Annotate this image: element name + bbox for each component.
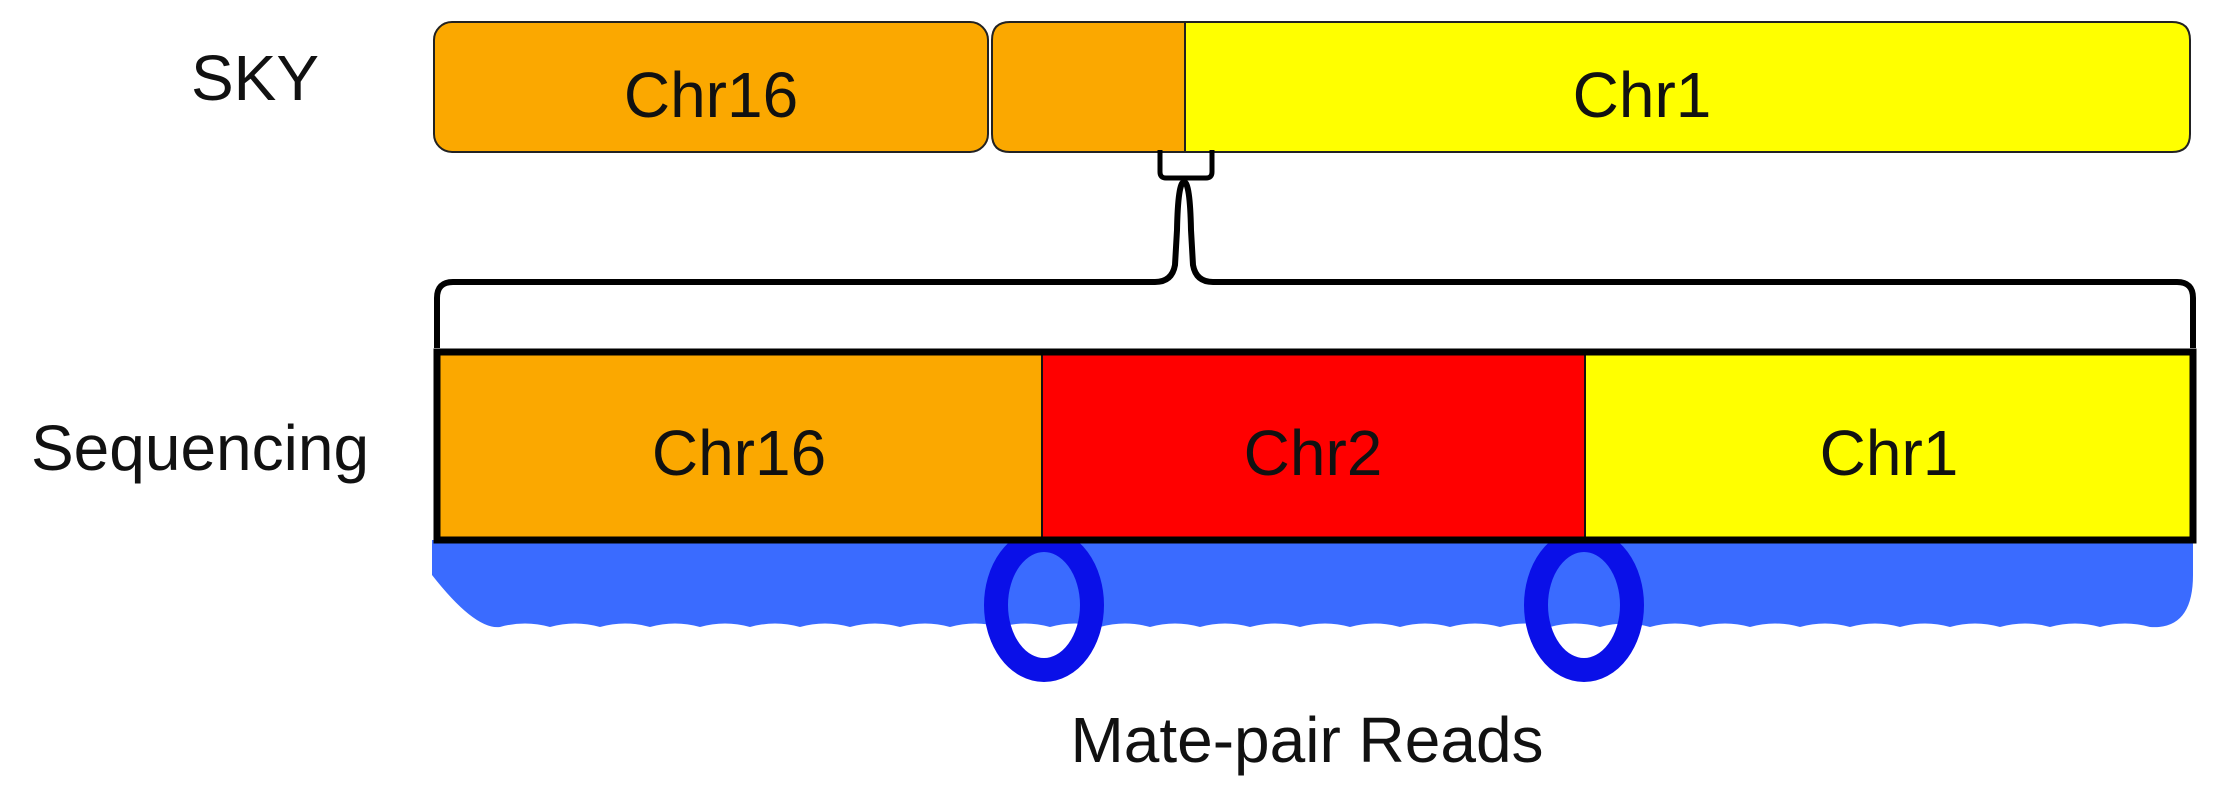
mate-pair-reads [432, 528, 2193, 682]
seq-chr1-segment [1584, 351, 2194, 541]
sky-chr1-segment [1184, 21, 2191, 153]
sky-chr16-label: Chr16 [624, 59, 798, 131]
sky-chr1-label: Chr1 [1573, 59, 1712, 131]
expansion-brace [434, 179, 2196, 348]
seq-chr2-label: Chr2 [1244, 417, 1383, 489]
sky-row-label: SKY [191, 42, 319, 114]
sequencing-row-label: Sequencing [31, 412, 369, 484]
seq-chr16-label: Chr16 [652, 417, 826, 489]
mate-pair-reads-label: Mate-pair Reads [1070, 704, 1543, 776]
sky-row: Chr16 Chr1 [433, 21, 2191, 153]
breakpoint-bracket [1157, 150, 1215, 181]
sequencing-row: Chr16 Chr2 Chr1 [433, 348, 2197, 544]
seq-row-border [433, 348, 2197, 544]
seq-chr2-segment [1041, 351, 1586, 541]
sky-chr16-segment [433, 21, 989, 153]
seq-chr1-label: Chr1 [1820, 417, 1959, 489]
read-band [432, 540, 2193, 628]
sky-chr16-fragment [991, 21, 1186, 153]
